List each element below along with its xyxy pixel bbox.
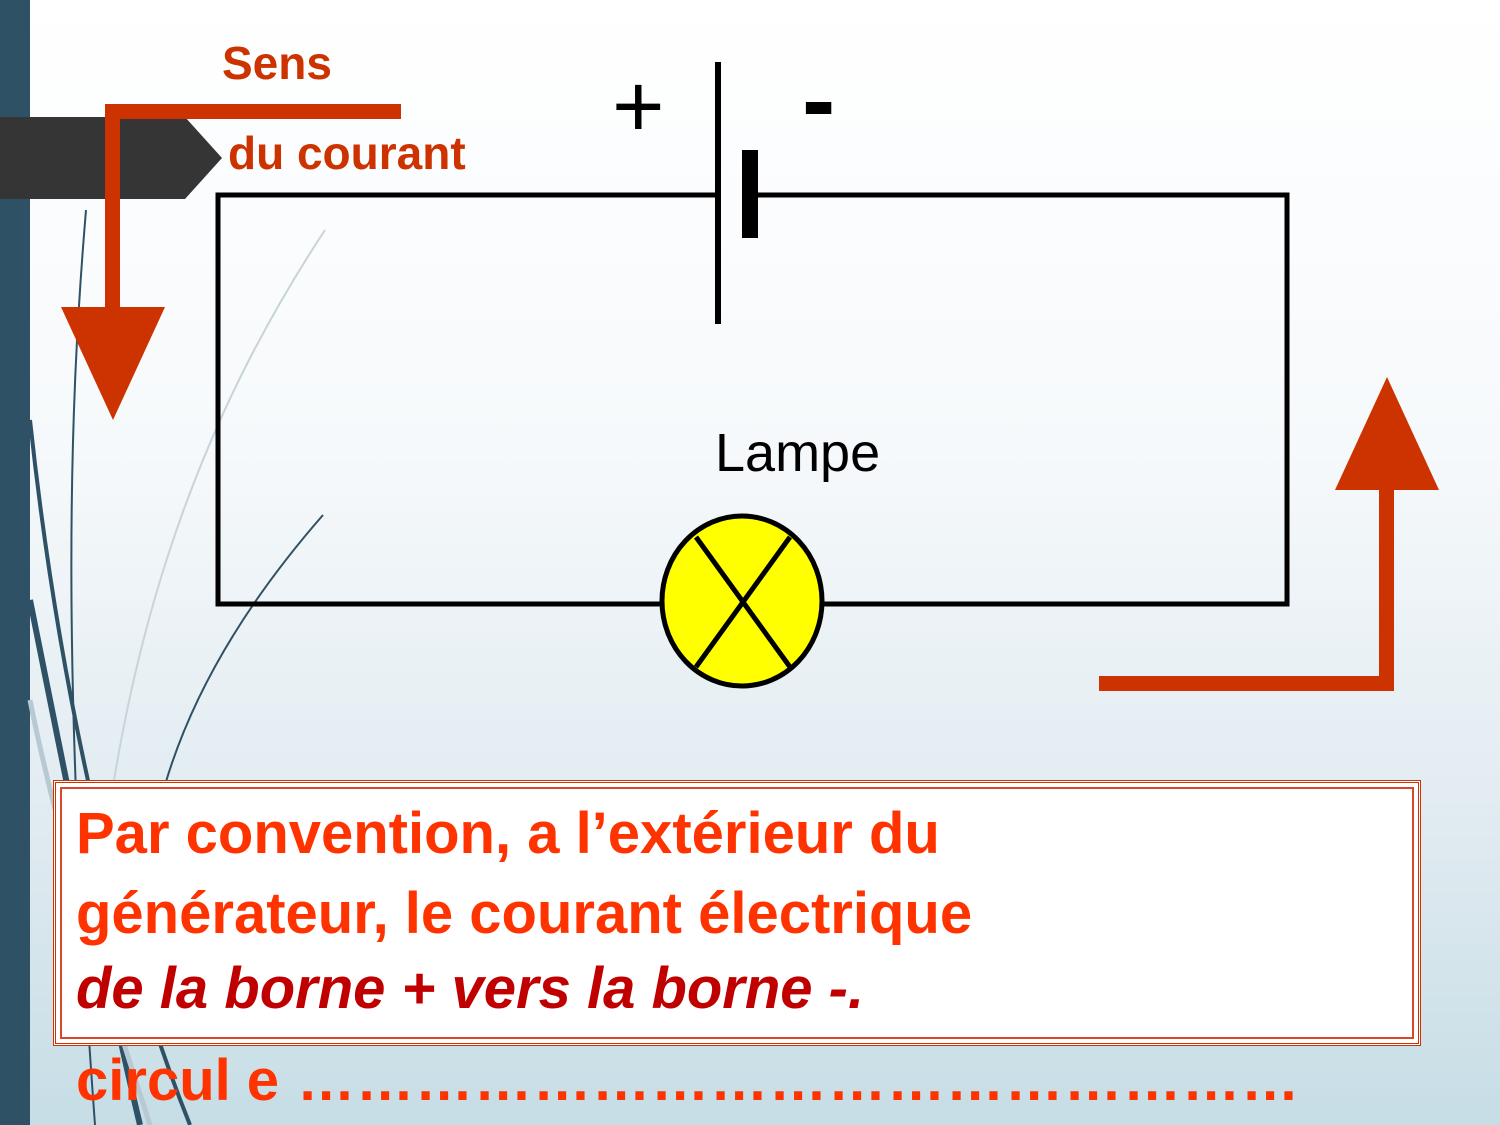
lamp-symbol bbox=[659, 513, 825, 689]
statement-bottom-row: circul e …………………………………………… bbox=[76, 1052, 1300, 1110]
direction-label-line1: Sens bbox=[222, 37, 332, 89]
circuit-wires bbox=[215, 192, 1290, 607]
lamp-label: Lampe bbox=[715, 423, 881, 483]
statement-line4-blank: e …………………………………………… bbox=[246, 1048, 1301, 1113]
direction-label-line2: du courant bbox=[228, 127, 466, 179]
statement-line1: Par convention, a l’extérieur du bbox=[76, 801, 940, 866]
statement-line3: de la borne + vers la borne -. bbox=[76, 956, 865, 1021]
current-direction-arrow-up bbox=[1099, 377, 1439, 691]
statement-line3-overlap: circul bbox=[76, 1048, 231, 1113]
statement-box bbox=[53, 780, 1421, 1046]
battery-minus-sign: - bbox=[802, 44, 836, 156]
battery-plus-sign: + bbox=[612, 57, 665, 157]
current-direction-arrow-down bbox=[61, 104, 401, 420]
statement-line2: générateur, le courant électrique bbox=[76, 881, 973, 946]
statement-box-inner-border bbox=[60, 787, 1414, 1039]
battery-symbol bbox=[715, 62, 758, 324]
